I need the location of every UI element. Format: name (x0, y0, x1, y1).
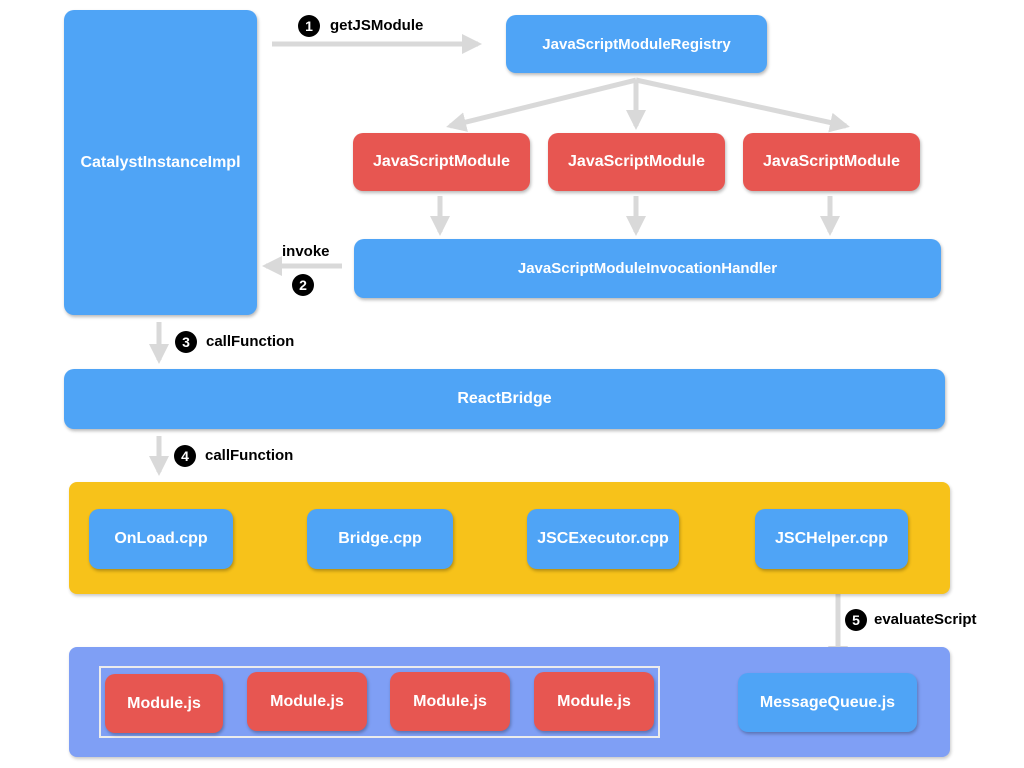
step-label-callfunction-3: callFunction (206, 333, 295, 350)
javascript-module-invocation-handler-node: JavaScriptModuleInvocationHandler (354, 239, 941, 298)
module-js-node-3: Module.js (390, 672, 510, 731)
step-badge-1: 1 (298, 15, 320, 37)
javascript-module-node-2: JavaScriptModule (548, 133, 725, 191)
step-label-callfunction-4: callFunction (205, 447, 294, 464)
module-js-label-3: Module.js (413, 692, 487, 710)
step-label-evaluatescript: evaluateScript (874, 611, 977, 628)
javascript-module-label-1: JavaScriptModule (373, 153, 510, 170)
jschelper-cpp-node: JSCHelper.cpp (755, 509, 908, 569)
javascript-module-invocation-handler-label: JavaScriptModuleInvocationHandler (517, 260, 778, 277)
javascript-module-node-3: JavaScriptModule (743, 133, 920, 191)
message-queue-js-label: MessageQueue.js (759, 693, 896, 711)
javascript-module-registry-node: JavaScriptModuleRegistry (506, 15, 767, 73)
step-badge-3: 3 (175, 331, 197, 353)
module-js-node-2: Module.js (247, 672, 367, 731)
react-bridge-node: ReactBridge (64, 369, 945, 429)
module-js-label-1: Module.js (127, 694, 201, 712)
catalyst-instance-impl-node: CatalystInstanceImpl (64, 10, 257, 315)
javascript-module-registry-label: JavaScriptModuleRegistry (542, 35, 731, 53)
arrow-registry-to-module-3 (635, 77, 850, 133)
onload-cpp-node: OnLoad.cpp (89, 509, 233, 569)
onload-cpp-label: OnLoad.cpp (114, 530, 208, 547)
modules-js-group-frame (99, 666, 660, 738)
jscexecutor-cpp-label: JSCExecutor.cpp (537, 530, 669, 547)
javascript-module-node-1: JavaScriptModule (353, 133, 530, 191)
arrow-registry-to-module-1 (446, 77, 637, 132)
module-js-node-4: Module.js (534, 672, 654, 731)
step-label-invoke: invoke (282, 243, 330, 260)
javascript-module-label-3: JavaScriptModule (763, 153, 900, 170)
module-js-label-4: Module.js (557, 692, 631, 710)
catalyst-instance-impl-label: CatalystInstanceImpl (80, 153, 241, 171)
step-badge-4: 4 (174, 445, 196, 467)
jscexecutor-cpp-node: JSCExecutor.cpp (527, 509, 679, 569)
module-js-node-1: Module.js (105, 674, 223, 733)
javascript-module-label-2: JavaScriptModule (568, 153, 705, 170)
bridge-cpp-label: Bridge.cpp (338, 530, 422, 547)
bridge-cpp-node: Bridge.cpp (307, 509, 453, 569)
message-queue-js-node: MessageQueue.js (738, 673, 917, 732)
step-label-getjsmodule: getJSModule (330, 17, 424, 34)
react-bridge-label: ReactBridge (457, 390, 552, 407)
step-badge-5: 5 (845, 609, 867, 631)
step-badge-2: 2 (292, 274, 314, 296)
jschelper-cpp-label: JSCHelper.cpp (775, 530, 888, 547)
module-js-label-2: Module.js (270, 692, 344, 710)
